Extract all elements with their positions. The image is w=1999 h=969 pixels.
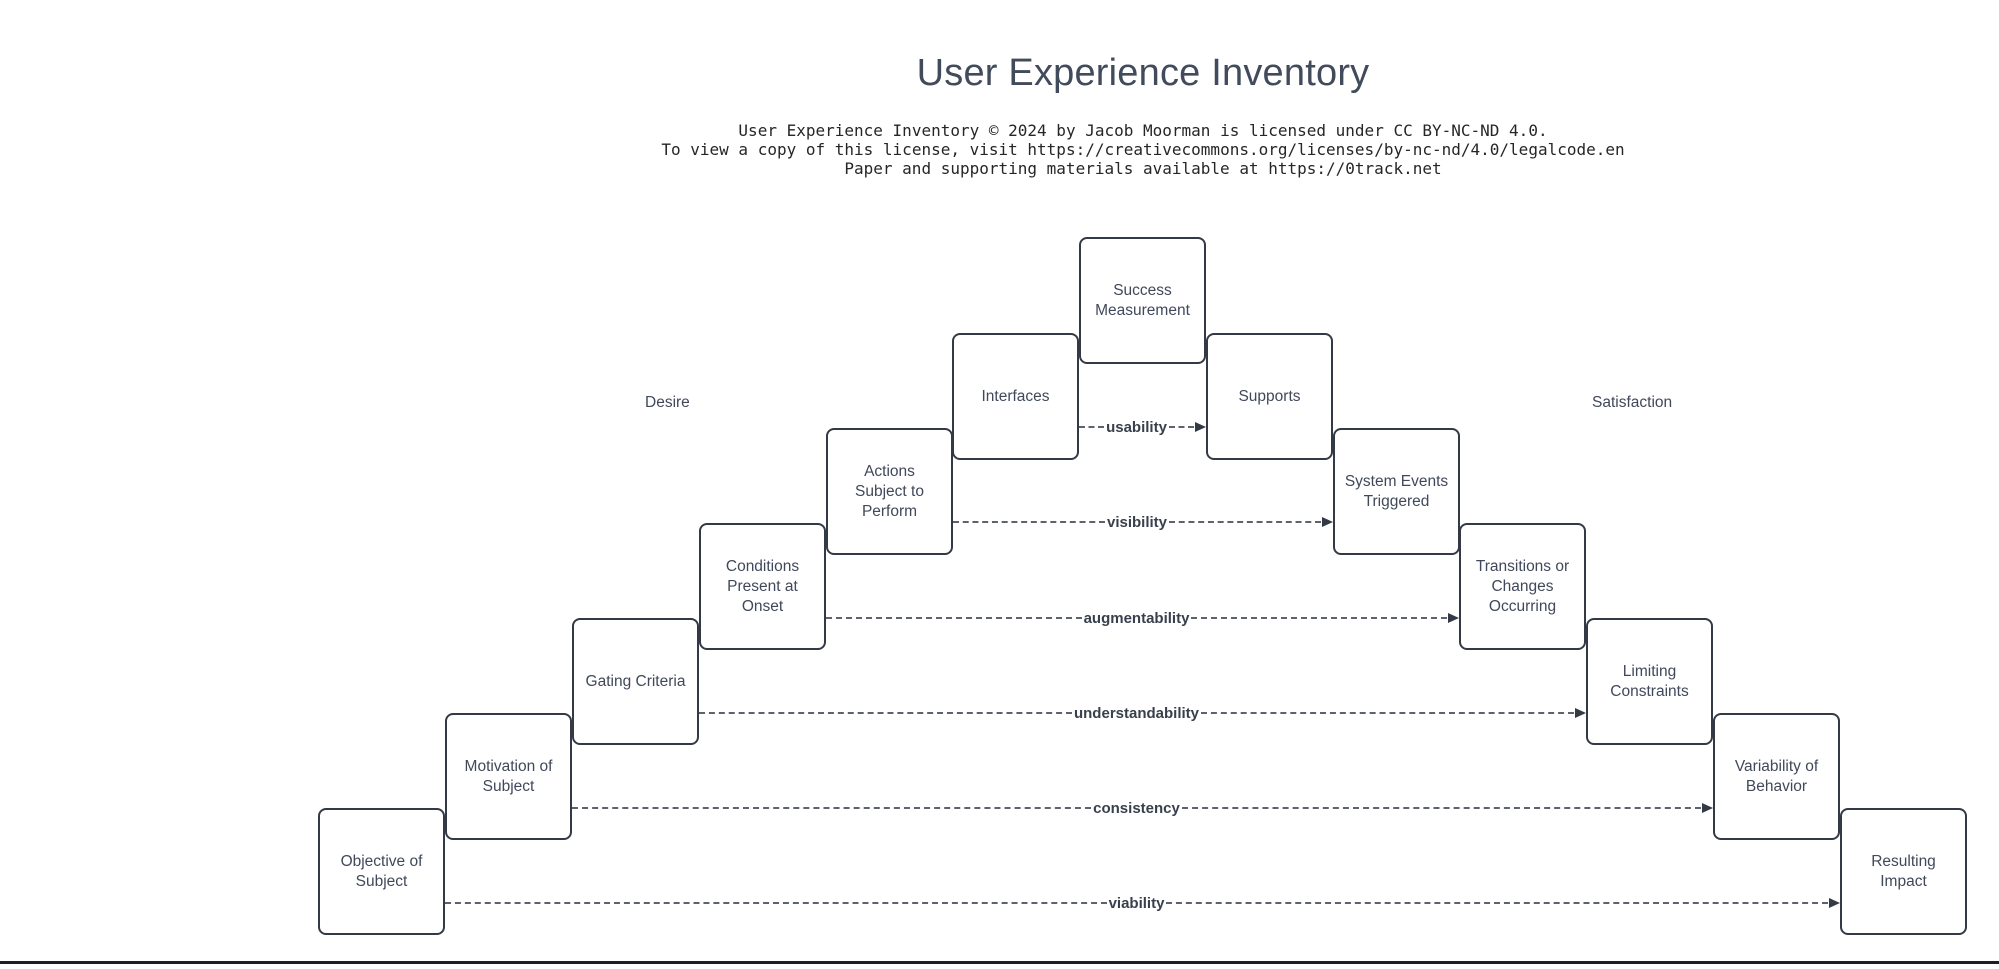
node-label: Variability of Behavior	[1734, 757, 1819, 795]
node-success-measurement: Success Measurement	[1079, 237, 1206, 364]
arrowhead-right-icon	[1195, 422, 1207, 432]
license-line-3: Paper and supporting materials available…	[844, 159, 1442, 178]
node-conditions-present-at-onset: Conditions Present at Onset	[699, 523, 826, 650]
arrowhead-right-icon	[1829, 898, 1841, 908]
arrow-label: visibility	[1106, 513, 1168, 531]
bottom-divider	[0, 961, 1999, 964]
arrowhead-right-icon	[1448, 613, 1460, 623]
stage-label-desire: Desire	[645, 394, 690, 411]
dashed-line	[1201, 712, 1574, 714]
node-gating-criteria: Gating Criteria	[572, 618, 699, 745]
page-title: User Experience Inventory	[916, 52, 1370, 94]
dashed-line	[1168, 426, 1195, 428]
license-block: User Experience Inventory © 2024 by Jaco…	[661, 121, 1624, 178]
arrow-usability: usability	[1079, 418, 1207, 436]
arrowhead-right-icon	[1702, 803, 1713, 813]
arrow-augmentability: augmentability	[826, 609, 1460, 627]
node-resulting-impact: Resulting Impact	[1840, 808, 1967, 935]
node-label: Limiting Constraints	[1610, 662, 1689, 700]
dashed-line	[572, 807, 1092, 809]
arrow-label: understandability	[1073, 704, 1200, 722]
dashed-line	[1169, 521, 1321, 523]
node-label: Motivation of Subject	[464, 757, 553, 795]
dashed-line	[1079, 426, 1105, 428]
node-actions-subject-to-perform: Actions Subject to Perform	[826, 428, 953, 555]
node-label: System Events Triggered	[1344, 472, 1449, 510]
license-line-1: User Experience Inventory © 2024 by Jaco…	[738, 121, 1548, 140]
arrowhead-right-icon	[1575, 708, 1586, 718]
arrow-label: augmentability	[1083, 609, 1190, 627]
node-label: Actions Subject to Perform	[855, 462, 924, 520]
dashed-line	[699, 712, 1072, 714]
node-label: Objective of Subject	[340, 852, 423, 890]
node-system-events-triggered: System Events Triggered	[1333, 428, 1460, 555]
dashed-line	[953, 521, 1105, 523]
arrow-visibility: visibility	[953, 513, 1333, 531]
arrow-viability: viability	[445, 894, 1841, 912]
node-label: Conditions Present at Onset	[725, 557, 800, 615]
node-label: Interfaces	[981, 387, 1050, 405]
dashed-line	[445, 902, 1107, 904]
arrow-label: usability	[1106, 418, 1167, 436]
node-transitions-or-changes-occurring: Transitions or Changes Occurring	[1459, 523, 1586, 650]
node-motivation-of-subject: Motivation of Subject	[445, 713, 572, 840]
dashed-line	[1166, 902, 1829, 904]
node-variability-of-behavior: Variability of Behavior	[1713, 713, 1840, 840]
node-supports: Supports	[1206, 333, 1333, 460]
dashed-line	[1191, 617, 1448, 619]
arrowhead-right-icon	[1322, 517, 1333, 527]
node-label: Transitions or Changes Occurring	[1475, 557, 1570, 615]
arrow-understandability: understandability	[699, 704, 1586, 722]
arrow-consistency: consistency	[572, 799, 1713, 817]
dashed-line	[1181, 807, 1701, 809]
node-limiting-constraints: Limiting Constraints	[1586, 618, 1713, 745]
node-objective-of-subject: Objective of Subject	[318, 808, 445, 935]
arrow-label: consistency	[1093, 799, 1180, 817]
arrow-label: viability	[1108, 894, 1165, 912]
node-interfaces: Interfaces	[952, 333, 1079, 460]
dashed-line	[826, 617, 1082, 619]
license-line-2: To view a copy of this license, visit ht…	[661, 140, 1625, 159]
node-label: Resulting Impact	[1871, 852, 1936, 890]
stage-label-satisfaction: Satisfaction	[1592, 394, 1673, 411]
node-label: Supports	[1238, 387, 1301, 405]
node-label: Success Measurement	[1095, 281, 1190, 319]
node-label: Gating Criteria	[585, 672, 686, 690]
